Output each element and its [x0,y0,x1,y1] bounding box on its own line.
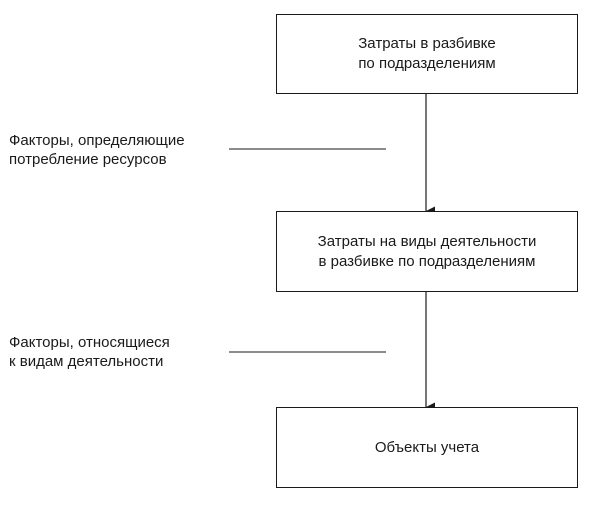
department-costs-label: Затраты в разбивке по подразделениям [358,35,496,72]
resource-drivers-label: Факторы, определяющие потребление ресурс… [9,132,185,168]
cost-objects-box: Объекты учета [276,407,578,488]
activity-drivers-label: Факторы, относящиеся к видам деятельност… [9,334,170,370]
department-costs-box: Затраты в разбивке по подразделениям [276,14,578,94]
activity-costs-label: Затраты на виды деятельности в разбивке … [317,232,537,270]
activity-costs-box: Затраты на виды деятельности в разбивке … [276,211,578,292]
cost-objects-label: Объекты учета [374,438,480,456]
